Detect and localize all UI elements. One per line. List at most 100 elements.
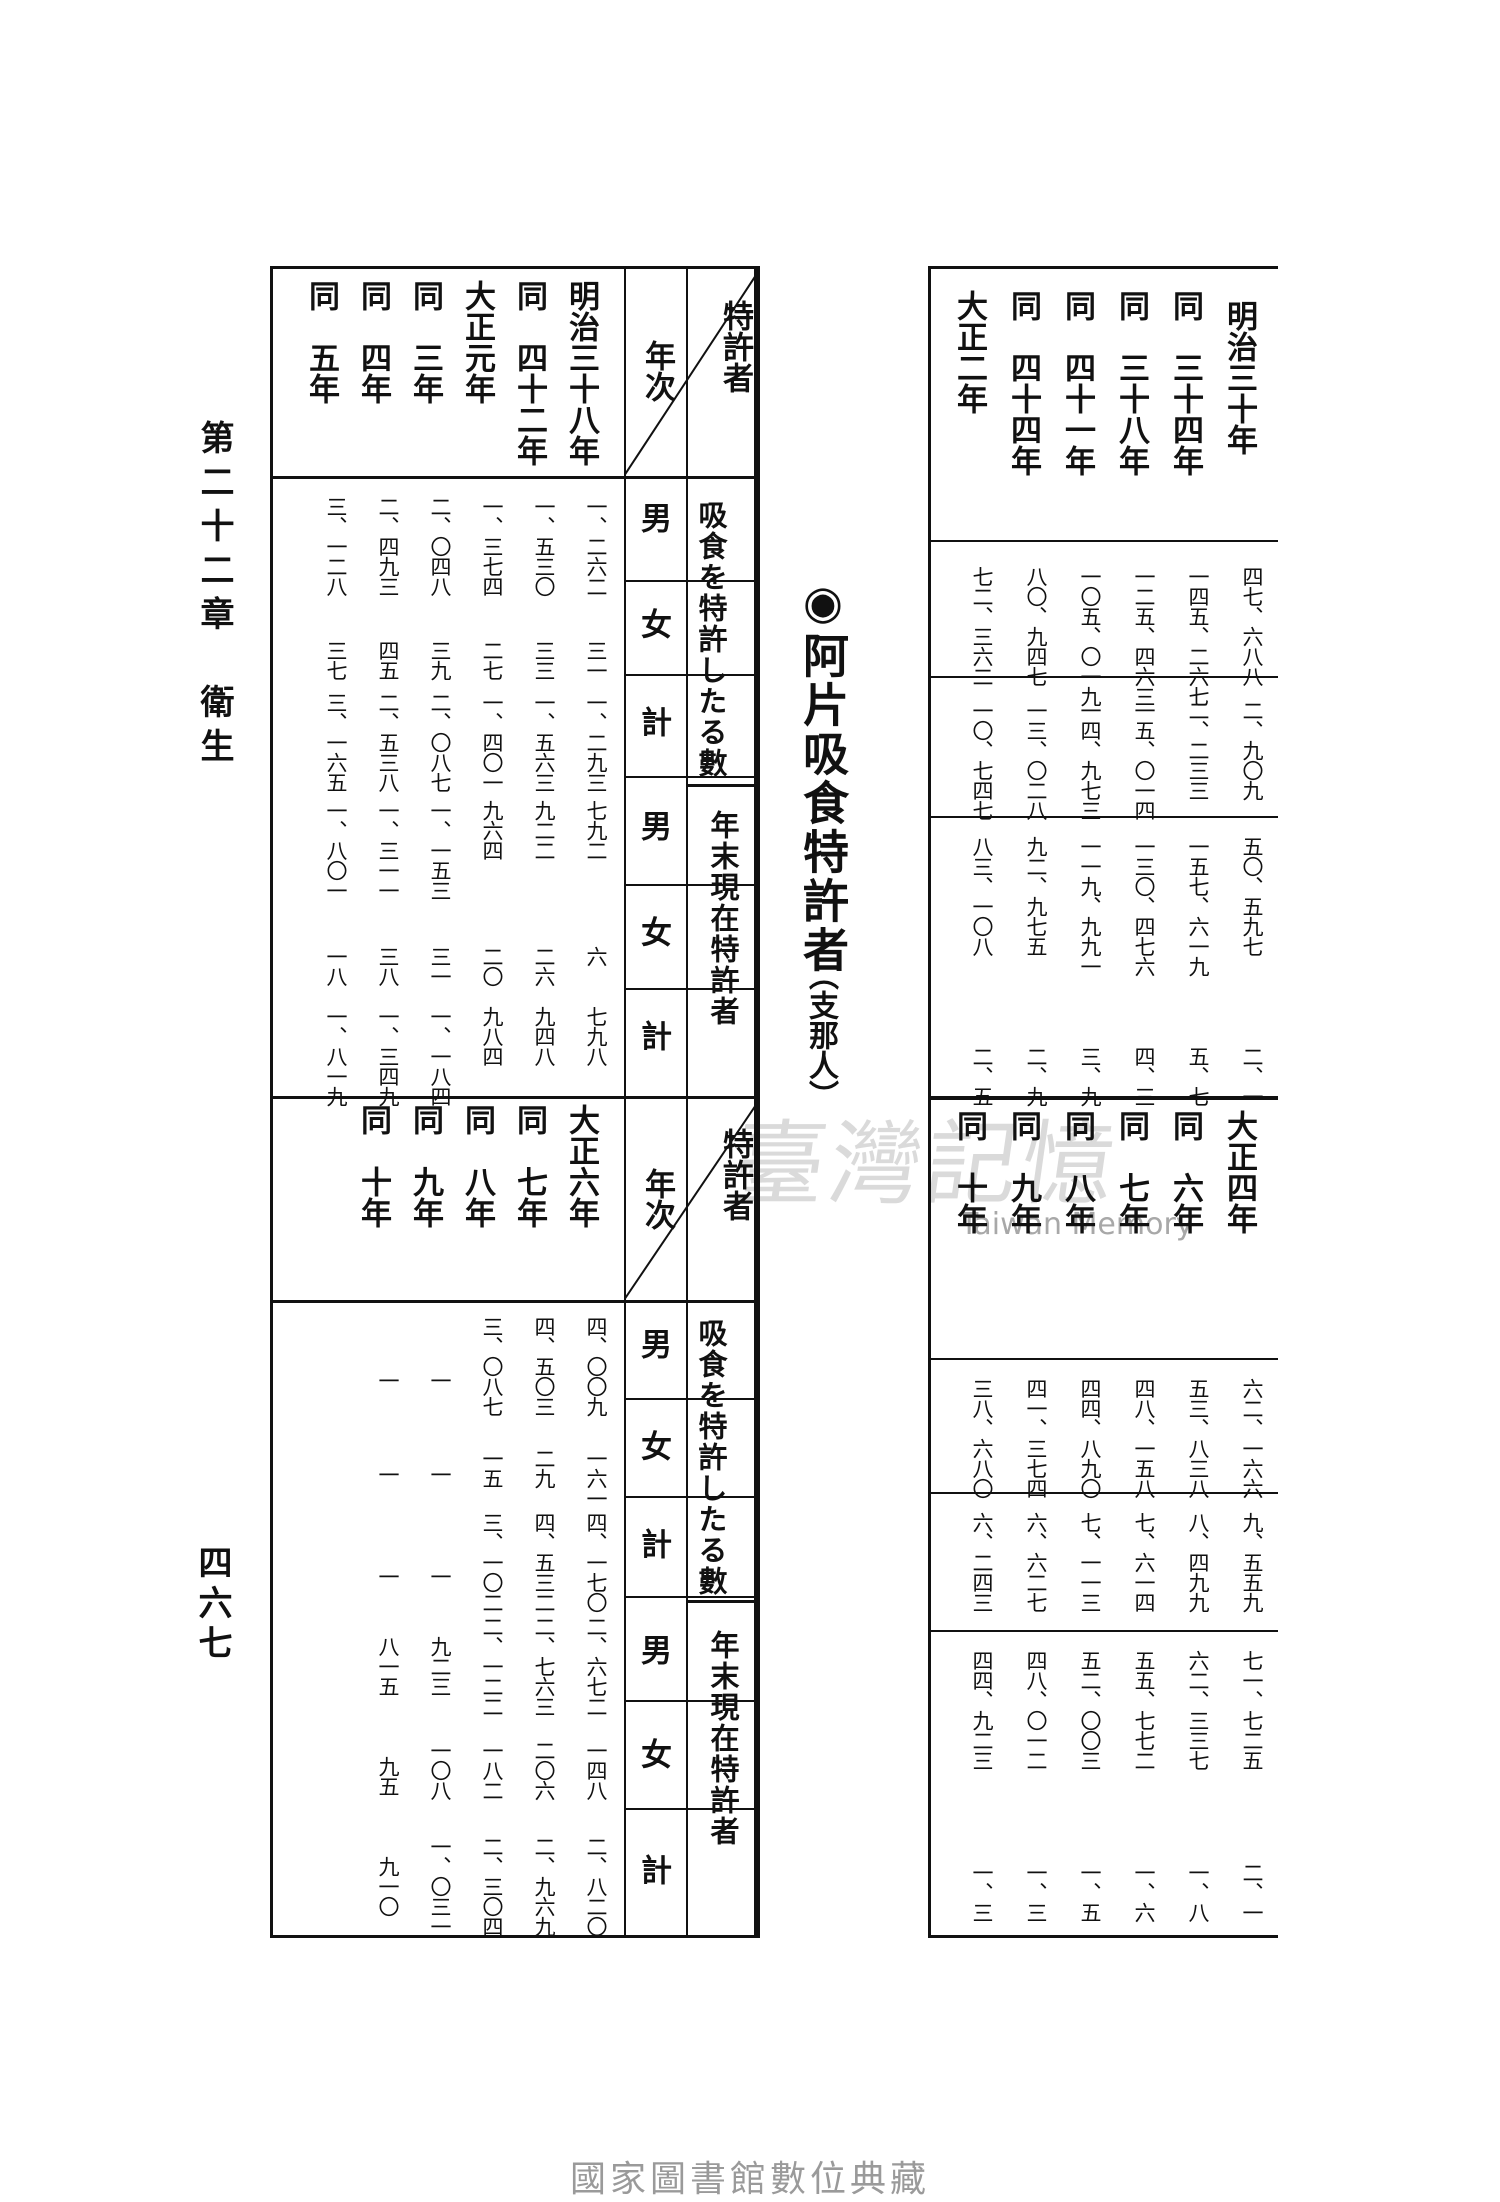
right-upper-year: 同 四十一年: [1059, 290, 1095, 476]
left-lower-year-end-male: 二、六七二: [584, 1616, 608, 1716]
left-upper-year-end-male: 一、三一一: [376, 800, 400, 900]
left-upper-year-end-female: 二〇: [480, 946, 504, 986]
left-lower-granted-female: 一六一: [584, 1448, 608, 1508]
left-upper-granted-female: 三九: [428, 640, 452, 680]
right-upper-col3: 一五七、六一九: [1186, 836, 1210, 976]
left-lower-rule-3: [624, 1596, 760, 1598]
left-upper-label-female: 女: [635, 608, 671, 639]
left-lower-rule-5: [624, 1808, 760, 1810]
left-upper-year-end-female: 二六: [532, 946, 556, 986]
left-lower-year-end-male: 二、七六三: [532, 1616, 556, 1716]
left-upper-label-total-2: 計: [635, 1020, 671, 1051]
left-upper-year-end-male: 九二二: [532, 800, 556, 860]
left-upper-granted-total: 一、二九三: [584, 692, 608, 792]
left-lower-year-end-male: 八一五: [376, 1636, 400, 1696]
left-lower-year: 同 八年: [459, 1104, 495, 1228]
left-lower-rule-4: [624, 1700, 760, 1702]
right-lower-col3: 七一、七二五: [1240, 1650, 1264, 1770]
right-upper-col3: 九二、九七五: [1024, 836, 1048, 956]
left-lower-label-total-2: 計: [635, 1854, 671, 1885]
left-lower-label-female-2: 女: [635, 1738, 671, 1769]
left-lower-year-end-female: 一四八: [584, 1740, 608, 1800]
right-lower-col4: 一、三: [1024, 1862, 1048, 1922]
left-lower-year-end-female: 九五: [376, 1756, 400, 1796]
left-lower-granted-male: 三、〇八七: [480, 1316, 504, 1416]
right-upper-col3: 一一九、九九一: [1078, 836, 1102, 976]
left-upper-year-end-total: 七九八: [584, 1006, 608, 1066]
left-lower-granted-male: 一: [376, 1370, 400, 1390]
left-upper-year-end-female: 一八: [324, 946, 348, 986]
right-section-divider: [928, 1096, 1278, 1100]
left-lower-granted-female: 一五: [480, 1448, 504, 1488]
right-lower-col1: 五三、八三八: [1186, 1378, 1210, 1498]
right-upper-col2: 二、九〇九: [1240, 700, 1264, 800]
left-upper-granted-male: 二、四九三: [376, 496, 400, 596]
right-upper-col2: 一三、〇二八: [1024, 700, 1048, 820]
right-upper-col4: 三、九: [1078, 1046, 1102, 1106]
left-upper-granted-female: 四五: [376, 640, 400, 680]
left-upper-rule-2: [624, 674, 760, 676]
watermark-caption: Taiwan Memory: [960, 1207, 1194, 1242]
right-upper-col1: 一〇五、〇一九: [1078, 566, 1102, 706]
left-upper-granted-total: 二、五三八: [376, 692, 400, 792]
left-upper-rule-5: [624, 988, 760, 990]
left-upper-year: 大正元年: [459, 280, 495, 404]
right-lower-col1: 三八、六八〇: [970, 1378, 994, 1498]
right-upper-year: 同 四十四年: [1005, 290, 1041, 476]
right-upper-col1: 八〇、九四七: [1024, 566, 1048, 686]
left-upper-granted-female: 三三: [532, 640, 556, 680]
footer-archive-label: 國家圖書館數位典藏: [569, 2159, 930, 2200]
left-upper-granted-male: 一、五三〇: [532, 496, 556, 596]
left-upper-year-end-total: 九八四: [480, 1006, 504, 1066]
right-lower-year: 同 十年: [951, 1110, 987, 1234]
right-lower-col2: 七、一一三: [1078, 1512, 1102, 1612]
left-upper-year-end-total: 一、八一九: [324, 1006, 348, 1106]
left-lower-label-total: 計: [635, 1528, 671, 1559]
left-upper-diagonal-rule: [624, 269, 760, 476]
right-lower-year: 同 八年: [1059, 1110, 1095, 1234]
right-upper-col1: 四七、六八八: [1240, 566, 1264, 686]
left-upper-label-male-2: 男: [635, 810, 671, 841]
page-number: 四六七: [192, 1545, 232, 1665]
left-lower-group-year-end: 年末現在特許者: [706, 1630, 740, 1847]
left-lower-rule-2: [624, 1496, 760, 1498]
right-upper-col2: 一〇、七四七: [970, 700, 994, 820]
right-lower-col4: 一、八: [1186, 1862, 1210, 1922]
left-upper-year-end-male: 七九二: [584, 800, 608, 860]
left-upper-granted-male: 三、一二八: [324, 496, 348, 596]
right-upper-col1: 七二、三六二: [970, 566, 994, 686]
left-lower-granted-female: 一: [376, 1464, 400, 1484]
left-lower-rule-1: [624, 1398, 760, 1400]
left-lower-year-end-female: 一八二: [480, 1740, 504, 1800]
left-upper-year: 同 三年: [407, 280, 443, 404]
right-upper-year: 同 三十四年: [1167, 290, 1203, 476]
right-lower-col3: 四四、九二三: [970, 1650, 994, 1770]
left-lower-year-end-male: 九二三: [428, 1636, 452, 1696]
right-lower-year: 同 七年: [1113, 1110, 1149, 1234]
right-lower-row-line-2: [928, 1492, 1278, 1494]
table-title: ◉阿片吸食特許者: [796, 575, 850, 975]
left-upper-label-total: 計: [635, 706, 671, 737]
left-upper-granted-total: 三、一六五: [324, 692, 348, 792]
left-upper-year-end-total: 一、一八四: [428, 1006, 452, 1106]
left-lower-year-end-female: 一〇八: [428, 1740, 452, 1800]
left-lower-group-granted: 吸食を特許したる數: [694, 1318, 728, 1597]
left-lower-granted-total: 三、一〇二: [480, 1512, 504, 1612]
right-upper-year: 同 三十八年: [1113, 290, 1149, 476]
left-upper-label-female-2: 女: [635, 916, 671, 947]
right-upper-col2: 一四、九七三: [1078, 700, 1102, 820]
right-upper-col3: 五〇、五九七: [1240, 836, 1264, 956]
left-lower-granted-female: 二九: [532, 1448, 556, 1488]
right-lower-col4: 一、三: [970, 1862, 994, 1922]
left-upper-granted-male: 二、〇四八: [428, 496, 452, 596]
left-lower-diag-bottom: 年次: [639, 1168, 675, 1230]
right-lower-col3: 五二、〇〇三: [1078, 1650, 1102, 1770]
right-table-frame: [928, 266, 1278, 1938]
left-upper-diag-bottom: 年次: [639, 340, 675, 402]
left-lower-year-end-total: 九一〇: [376, 1856, 400, 1916]
left-section-divider: [270, 1096, 760, 1099]
left-lower-year: 同 九年: [407, 1104, 443, 1228]
right-upper-col3: 一三〇、四七六: [1132, 836, 1156, 976]
left-upper-year: 同 五年: [303, 280, 339, 404]
left-upper-year-end-male: 一、一五三: [428, 800, 452, 900]
